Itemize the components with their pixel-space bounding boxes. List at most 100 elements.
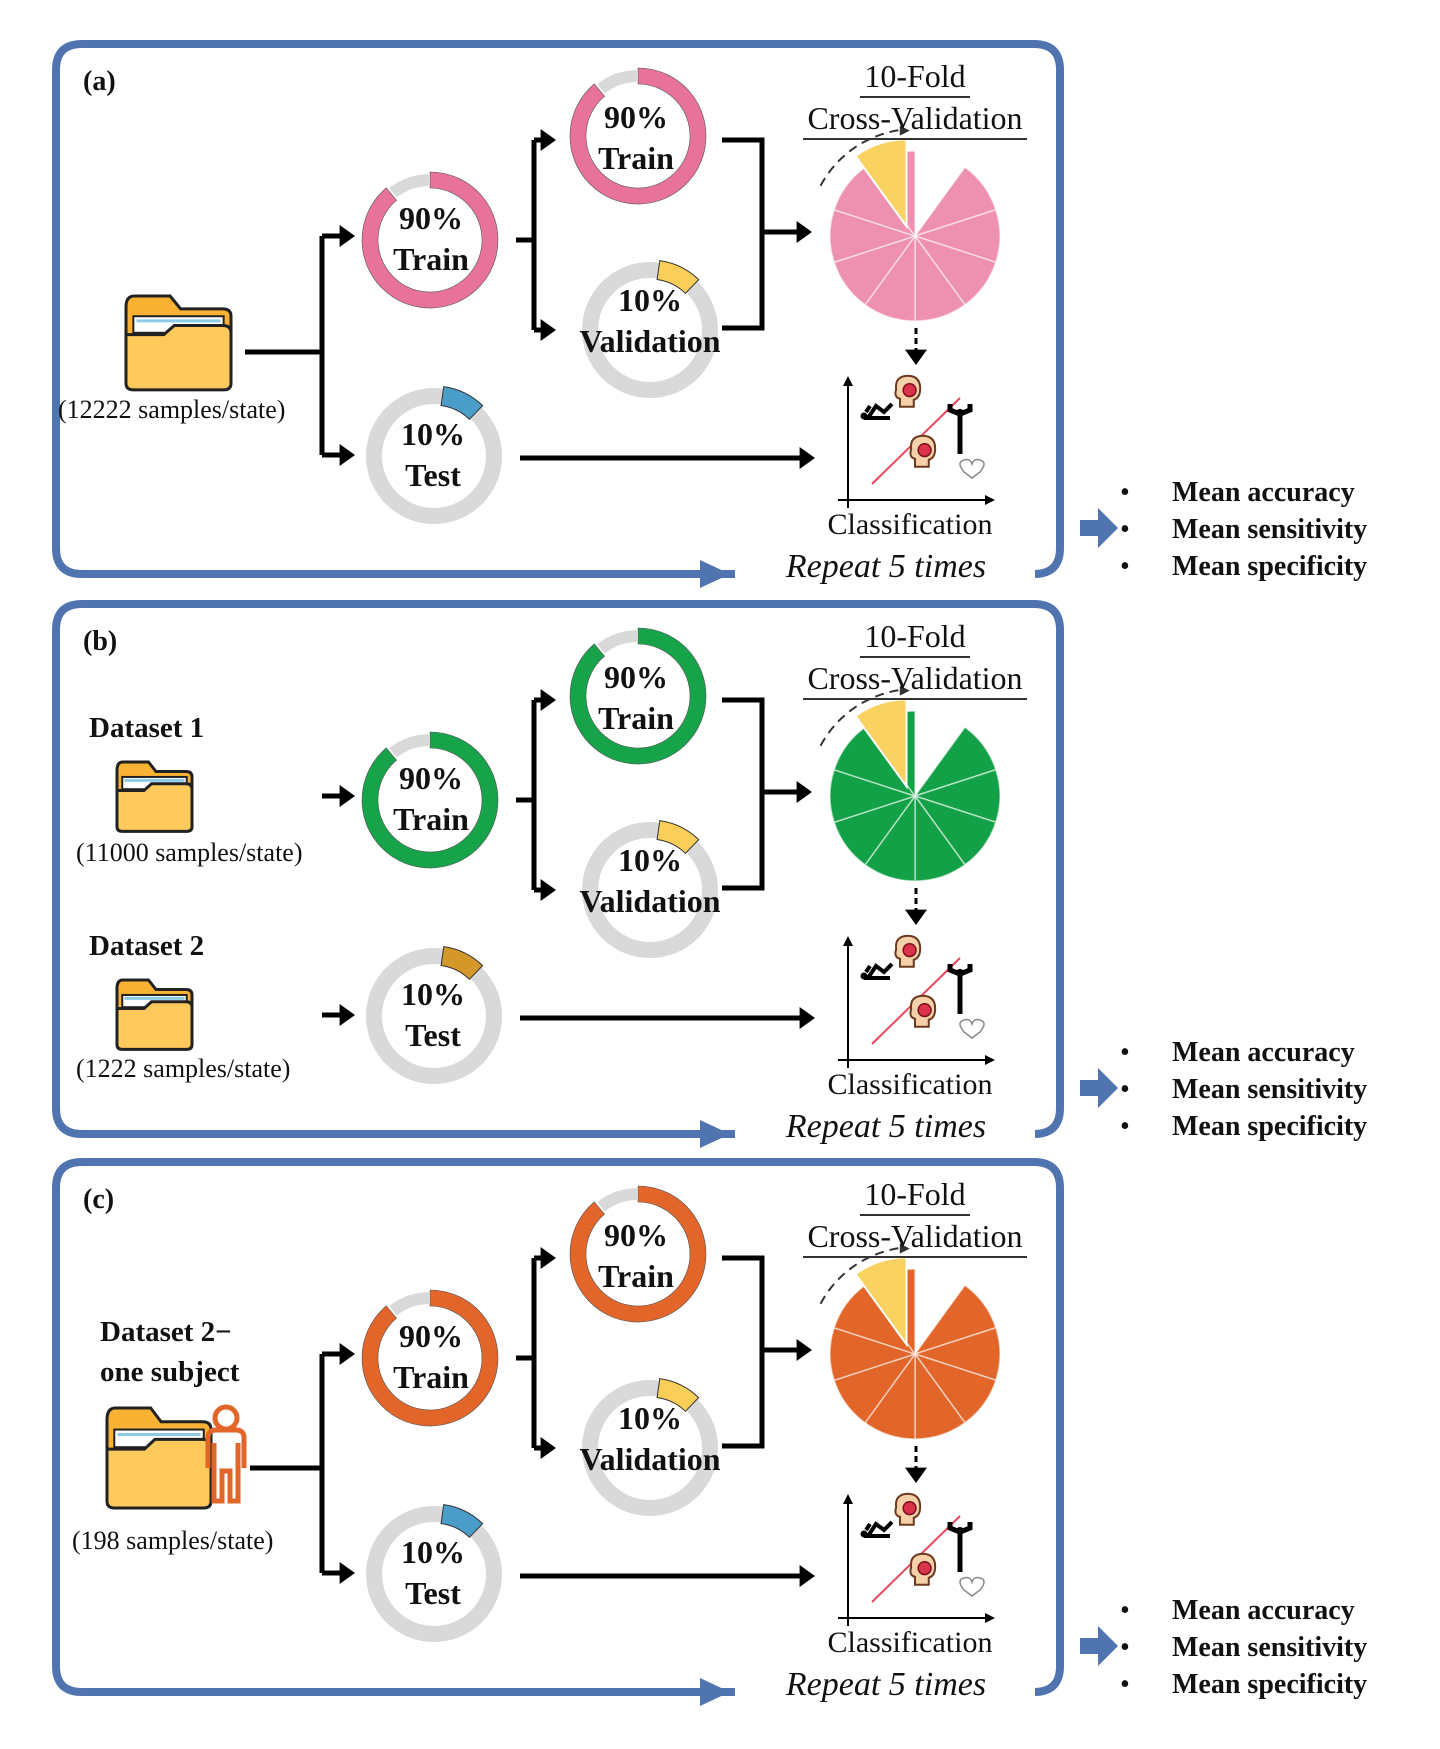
person-body bbox=[947, 404, 973, 454]
arrow-head-icon bbox=[339, 1562, 355, 1584]
test-label: 10% Test bbox=[343, 1532, 523, 1614]
arrow-head-icon bbox=[540, 879, 556, 901]
seizure-head bbox=[860, 412, 868, 420]
cv-title: 10-Fold Cross-Validation bbox=[790, 616, 1040, 700]
train-inner-label: 90% Train bbox=[546, 657, 726, 739]
panel-frame bbox=[52, 40, 1118, 588]
cv-pie bbox=[819, 1243, 1001, 1440]
metric-item: Mean accuracy bbox=[1120, 1592, 1367, 1629]
rotation-dashed-arrow bbox=[819, 688, 904, 747]
test-percent: 10% bbox=[401, 1534, 465, 1570]
repeat-arrow-icon bbox=[700, 560, 730, 588]
ring-fill-segment bbox=[569, 1185, 707, 1323]
rotation-dashed-arrow bbox=[819, 128, 904, 187]
healthy-person-icon bbox=[947, 964, 985, 1039]
panel-c-graphics bbox=[52, 1158, 1118, 1706]
down-arrow-head-icon bbox=[905, 1467, 927, 1483]
heart-icon bbox=[959, 458, 985, 479]
validation-ring bbox=[582, 260, 718, 398]
test-ring bbox=[366, 386, 502, 524]
train-outer-ring bbox=[361, 171, 499, 309]
dataset1-samples: (11000 samples/state) bbox=[76, 838, 303, 867]
output-arrow-icon bbox=[1080, 1626, 1118, 1666]
ring-fill-segment bbox=[569, 67, 707, 205]
metrics-list: Mean accuracy Mean sensitivity Mean spec… bbox=[1120, 474, 1367, 585]
frame-border bbox=[52, 600, 1064, 1138]
test-name: Test bbox=[405, 1017, 461, 1053]
ring-track-segment bbox=[597, 1188, 638, 1212]
ring-track bbox=[582, 1380, 718, 1516]
train-outer-label: 90% Train bbox=[341, 198, 521, 280]
arrow-head-icon bbox=[540, 319, 556, 341]
panel-c: (c) Dataset 2− one subject (198 samples/… bbox=[0, 1118, 1440, 1706]
validation-name: Validation bbox=[579, 323, 721, 359]
frame-gap bbox=[735, 1126, 1035, 1142]
brain-shape bbox=[902, 943, 917, 958]
arrow-head-icon bbox=[799, 1007, 815, 1029]
dataset-subject-title-line2: one subject bbox=[100, 1356, 240, 1388]
classification-chart bbox=[838, 1492, 995, 1626]
folder-icon bbox=[124, 294, 233, 392]
brain-head-icon bbox=[909, 434, 937, 468]
validation-percent: 10% bbox=[618, 282, 682, 318]
metric-item: Mean accuracy bbox=[1120, 1034, 1367, 1071]
brain-shape bbox=[902, 383, 917, 398]
validation-name: Validation bbox=[579, 883, 721, 919]
ring-track-segment bbox=[389, 1292, 430, 1316]
seizure-person-icon bbox=[860, 962, 894, 980]
classification-label: Classification bbox=[827, 1068, 993, 1101]
train-outer-ring bbox=[361, 731, 499, 869]
arrow-head-icon bbox=[339, 785, 355, 807]
brain-head-icon bbox=[894, 934, 922, 968]
folder-front bbox=[115, 1000, 194, 1051]
validation-ring bbox=[582, 1378, 718, 1516]
y-axis-arrow-icon bbox=[843, 376, 853, 386]
person-head bbox=[212, 1404, 240, 1432]
seizure-figure bbox=[864, 962, 894, 980]
frame-border bbox=[52, 40, 1064, 578]
classification-chart bbox=[838, 374, 995, 508]
arrow-head-icon bbox=[540, 1247, 556, 1269]
brain-head-icon bbox=[894, 1492, 922, 1526]
train-inner-name: Train bbox=[598, 700, 674, 736]
rotation-arrow-head-icon bbox=[899, 685, 910, 696]
test-ring bbox=[366, 1504, 502, 1642]
frame-border bbox=[52, 1158, 1064, 1696]
metrics-list: Mean accuracy Mean sensitivity Mean spec… bbox=[1120, 1592, 1367, 1703]
train-inner-name: Train bbox=[598, 140, 674, 176]
metrics-list: Mean accuracy Mean sensitivity Mean spec… bbox=[1120, 1034, 1367, 1145]
ring-track bbox=[366, 1506, 502, 1642]
panel-frame bbox=[52, 600, 1118, 1148]
repeat-arrow-icon bbox=[700, 1678, 730, 1706]
panel-a: (a) (12222 samples/state) 90% Train 10% … bbox=[0, 0, 1440, 588]
person-body bbox=[205, 1427, 247, 1504]
train-inner-label: 90% Train bbox=[546, 97, 726, 179]
ring-fill-segment bbox=[361, 1289, 499, 1427]
repeat-label: Repeat 5 times bbox=[785, 1666, 987, 1703]
panel-frame bbox=[52, 1158, 1118, 1706]
train-outer-ring bbox=[361, 1289, 499, 1427]
arrow-head-icon bbox=[799, 1565, 815, 1587]
brain-shape bbox=[902, 1501, 917, 1516]
train-outer-name: Train bbox=[393, 1359, 469, 1395]
folder-icon bbox=[105, 1406, 213, 1510]
x-axis-arrow-icon bbox=[985, 1613, 995, 1623]
folder-front bbox=[115, 782, 194, 833]
output-arrow-icon bbox=[1080, 1068, 1118, 1108]
arrow-head-icon bbox=[540, 129, 556, 151]
arrow-head-icon bbox=[540, 1437, 556, 1459]
cv-title-line2: Cross-Validation bbox=[803, 98, 1027, 140]
ring-accent-segment bbox=[656, 820, 700, 855]
test-label: 10% Test bbox=[343, 974, 523, 1056]
validation-name: Validation bbox=[579, 1441, 721, 1477]
panel-label: (a) bbox=[83, 66, 116, 97]
cv-title-line1: 10-Fold bbox=[860, 1174, 970, 1216]
panel-label: (b) bbox=[83, 626, 118, 657]
ring-track-segment bbox=[389, 174, 430, 198]
repeat-arrow-icon bbox=[700, 1120, 730, 1148]
y-axis-arrow-icon bbox=[843, 936, 853, 946]
ring-fill-segment bbox=[361, 171, 499, 309]
seizure-figure bbox=[864, 402, 894, 420]
panel-b: (b) Dataset 1 (11000 samples/state) Data… bbox=[0, 560, 1440, 1148]
test-label: 10% Test bbox=[343, 414, 523, 496]
